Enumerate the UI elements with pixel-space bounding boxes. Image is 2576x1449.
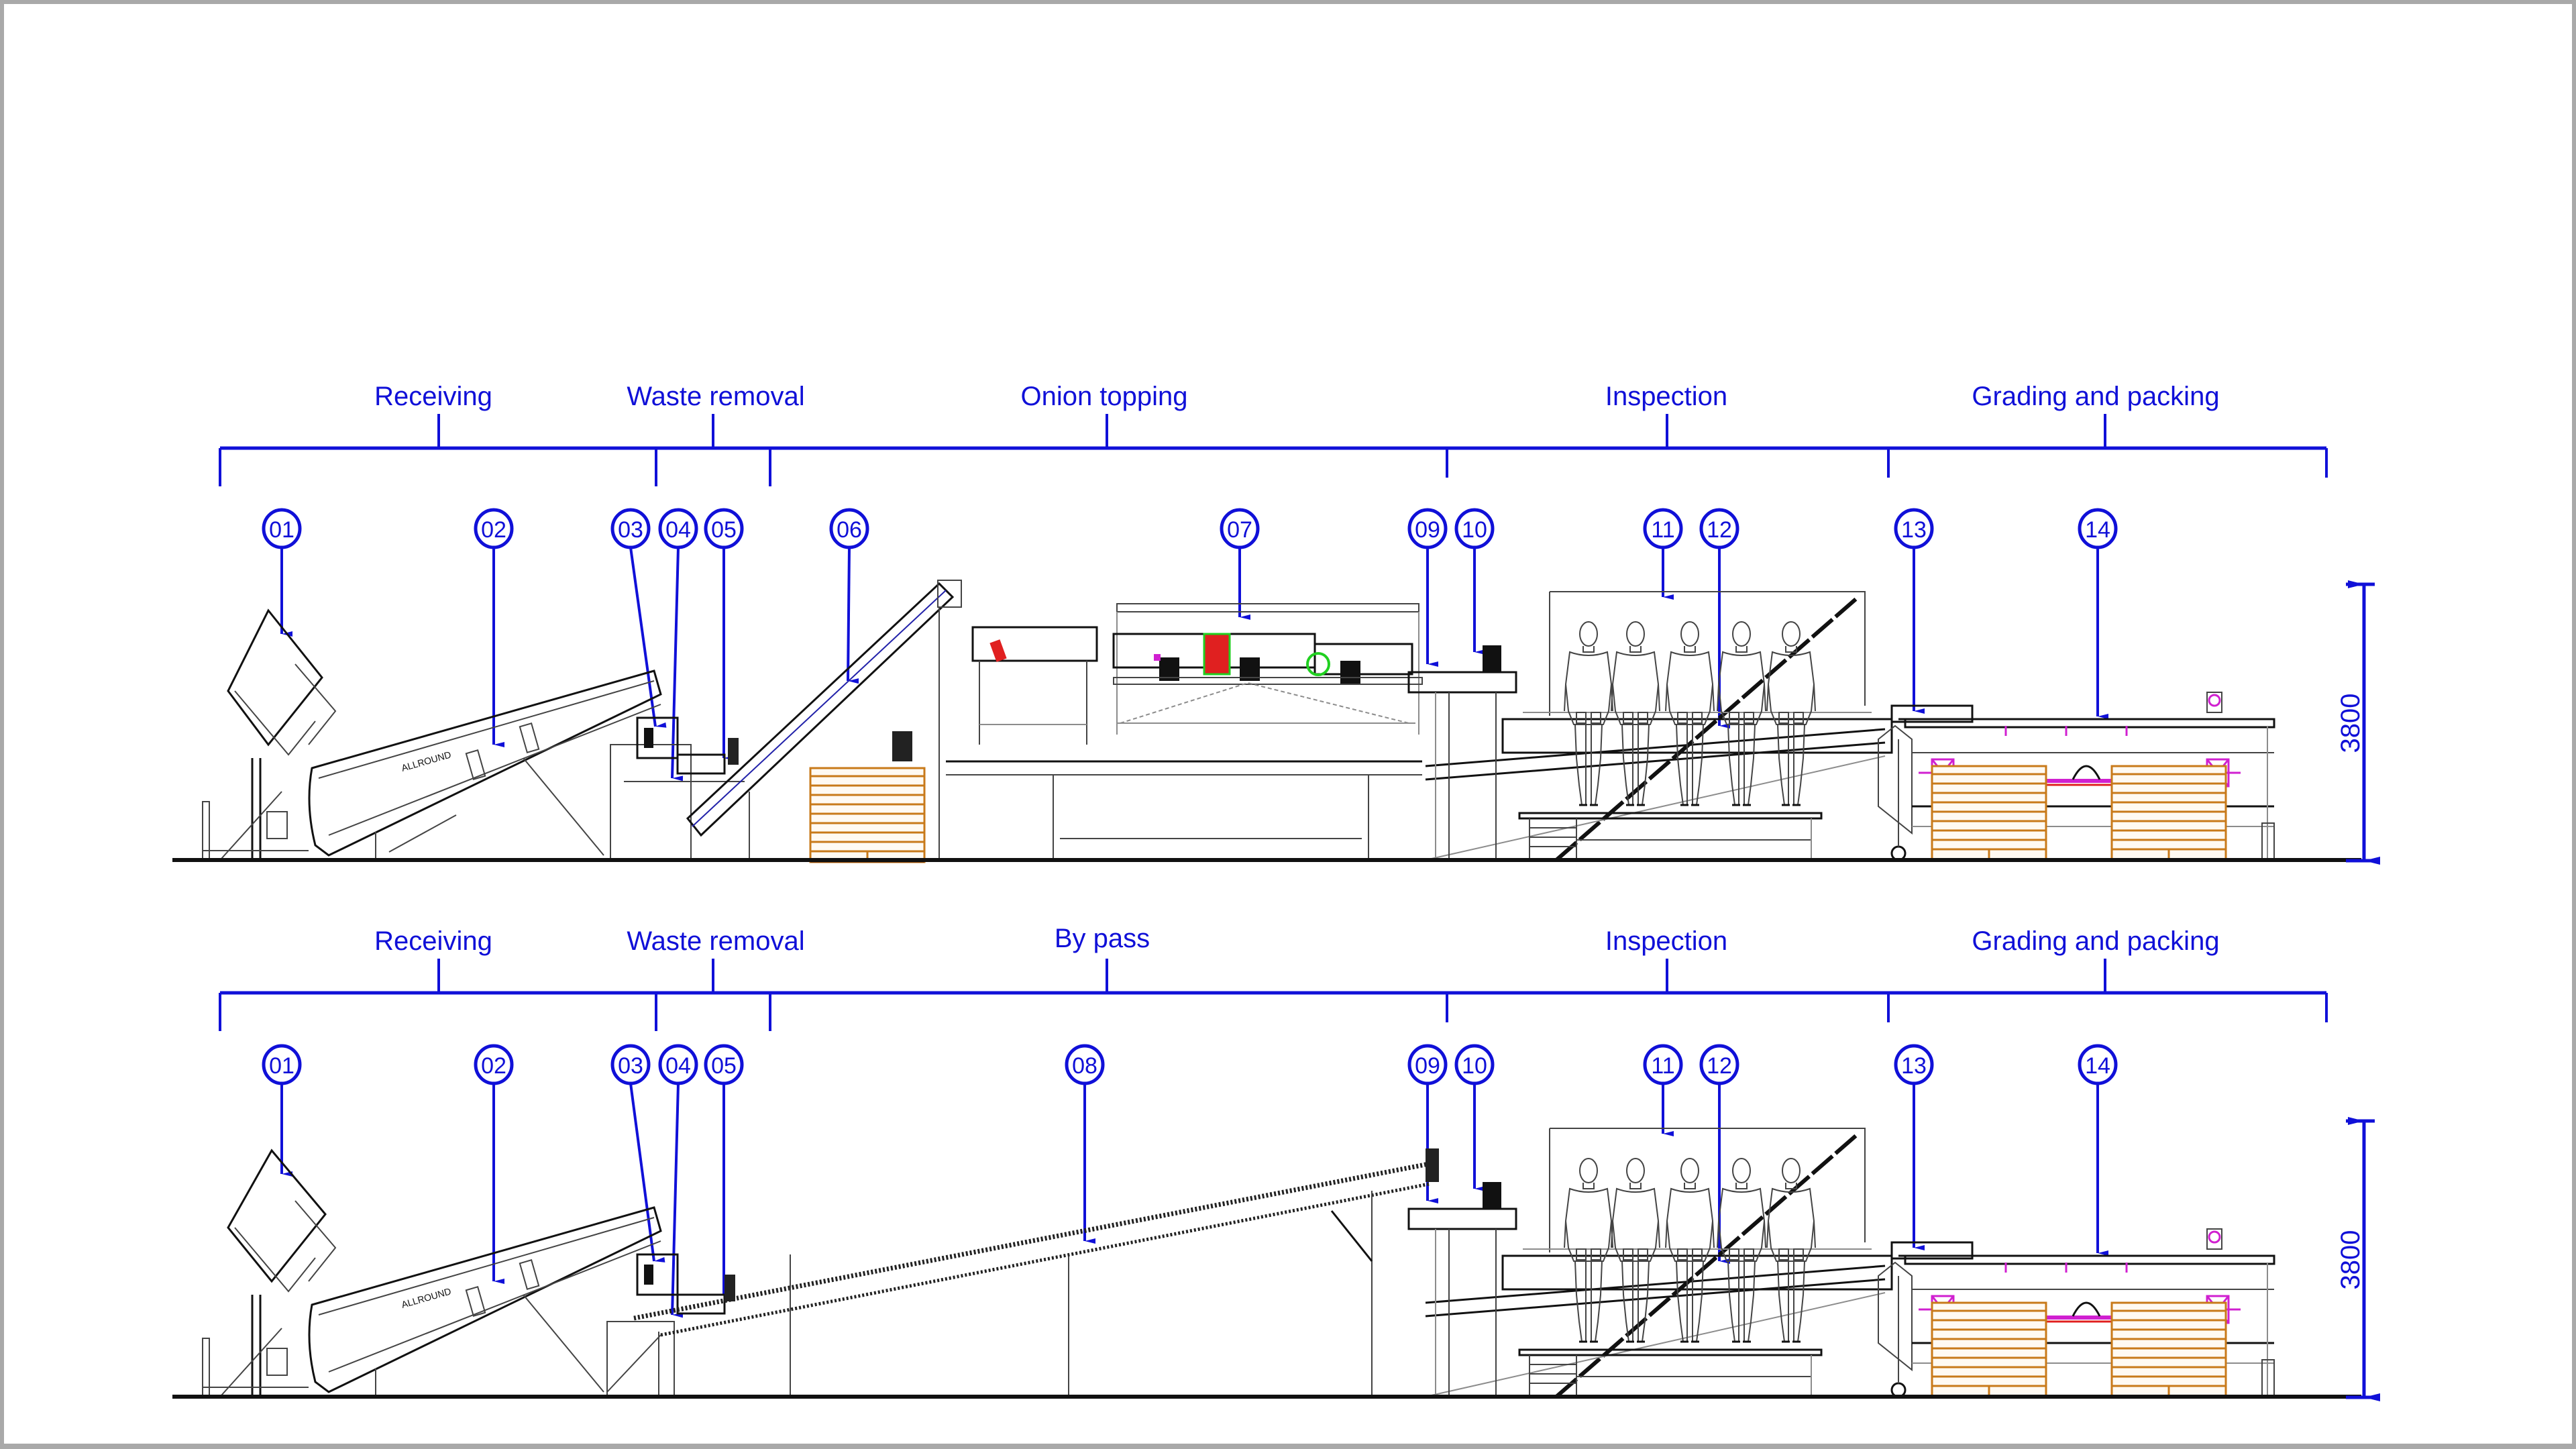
stage-label-grading-packing: Grading and packing bbox=[1972, 382, 2219, 411]
svg-text:03: 03 bbox=[618, 1053, 643, 1079]
svg-text:05: 05 bbox=[711, 517, 737, 543]
height-dimension: 3800 bbox=[2336, 580, 2380, 865]
stage-label-inspection: Inspection bbox=[1605, 926, 1727, 956]
balloon-11: 11 bbox=[1643, 508, 1683, 600]
balloon-06: 06 bbox=[829, 508, 869, 684]
stage-bracket bbox=[219, 414, 2328, 486]
incline-conveyor bbox=[686, 580, 962, 859]
balloon-02: 02 bbox=[474, 1044, 514, 1284]
balloon-10: 10 bbox=[1454, 508, 1495, 655]
svg-text:10: 10 bbox=[1462, 517, 1487, 543]
balloon-09: 09 bbox=[1407, 508, 1448, 667]
svg-text:11: 11 bbox=[1651, 517, 1674, 543]
stage-label-by-pass: By pass bbox=[1055, 924, 1150, 953]
balloon-04: 04 bbox=[658, 1044, 698, 1318]
svg-text:04: 04 bbox=[665, 1053, 691, 1079]
balloon-03: 03 bbox=[610, 1044, 665, 1263]
view-onion-topping: Receiving Waste removal Onion topping In… bbox=[172, 382, 2380, 865]
balloon-11: 11 bbox=[1643, 1044, 1683, 1136]
view-by-pass: Receiving Waste removal By pass Inspecti… bbox=[172, 924, 2380, 1401]
svg-text:09: 09 bbox=[1415, 517, 1440, 543]
svg-text:02: 02 bbox=[481, 1053, 506, 1079]
svg-text:09: 09 bbox=[1415, 1053, 1440, 1079]
balloon-13: 13 bbox=[1894, 508, 1934, 714]
balloon-03: 03 bbox=[610, 508, 667, 728]
svg-text:03: 03 bbox=[618, 517, 643, 543]
elevator-conveyor: ALLROUND bbox=[308, 1206, 662, 1395]
svg-text:01: 01 bbox=[269, 1053, 294, 1079]
box-tipper bbox=[202, 1148, 337, 1396]
svg-text:06: 06 bbox=[837, 517, 862, 543]
dimension-value: 3800 bbox=[2336, 1230, 2365, 1290]
svg-text:14: 14 bbox=[2085, 517, 2110, 543]
stage-label-waste-removal: Waste removal bbox=[627, 382, 804, 411]
svg-text:12: 12 bbox=[1707, 1053, 1732, 1079]
balloons: 01 02 03 04 05 06 07 09 10 11 12 13 14 bbox=[262, 508, 2118, 782]
box-tipper bbox=[202, 608, 337, 859]
balloon-13: 13 bbox=[1894, 1044, 1934, 1250]
svg-text:04: 04 bbox=[665, 517, 691, 543]
balloons: 01 02 03 04 05 08 09 10 11 12 13 14 bbox=[262, 1044, 2118, 1318]
svg-text:12: 12 bbox=[1707, 517, 1732, 543]
balloon-14: 14 bbox=[2078, 1044, 2118, 1256]
balloon-14: 14 bbox=[2078, 508, 2118, 719]
balloon-01: 01 bbox=[262, 1044, 302, 1177]
balloon-10: 10 bbox=[1454, 1044, 1495, 1191]
machinery: ALLROUND bbox=[172, 1128, 2361, 1399]
svg-text:10: 10 bbox=[1462, 1053, 1487, 1079]
balloon-12: 12 bbox=[1699, 508, 1739, 729]
stage-label-onion-topping: Onion topping bbox=[1020, 382, 1187, 411]
balloon-04: 04 bbox=[658, 508, 698, 782]
svg-text:01: 01 bbox=[269, 517, 294, 543]
svg-text:07: 07 bbox=[1227, 517, 1252, 543]
stage-label-waste-removal: Waste removal bbox=[627, 926, 804, 956]
balloon-05: 05 bbox=[704, 1044, 744, 1297]
svg-text:13: 13 bbox=[1901, 517, 1927, 543]
stage-bracket bbox=[219, 959, 2328, 1031]
waste-removal-unit bbox=[610, 716, 745, 859]
svg-text:14: 14 bbox=[2085, 1053, 2110, 1079]
height-dimension: 3800 bbox=[2336, 1117, 2380, 1401]
elevator-conveyor: ALLROUND bbox=[308, 669, 662, 859]
svg-text:13: 13 bbox=[1901, 1053, 1927, 1079]
svg-text:05: 05 bbox=[711, 1053, 737, 1079]
balloon-08: 08 bbox=[1065, 1044, 1105, 1244]
svg-text:11: 11 bbox=[1651, 1053, 1674, 1079]
machinery: ALLROUND bbox=[172, 580, 2361, 863]
stage-label-receiving: Receiving bbox=[374, 926, 492, 956]
balloon-02: 02 bbox=[474, 508, 514, 747]
svg-text:08: 08 bbox=[1072, 1053, 1097, 1079]
balloon-05: 05 bbox=[704, 508, 744, 761]
dimension-value: 3800 bbox=[2336, 694, 2365, 753]
svg-text:02: 02 bbox=[481, 517, 506, 543]
balloon-07: 07 bbox=[1220, 508, 1260, 620]
balloon-01: 01 bbox=[262, 508, 302, 637]
stage-label-inspection: Inspection bbox=[1605, 382, 1727, 411]
stage-label-grading-packing: Grading and packing bbox=[1972, 926, 2219, 956]
by-pass-conveyor bbox=[606, 1148, 1439, 1395]
waste-removal-unit bbox=[606, 1253, 735, 1396]
onion-topper bbox=[892, 603, 1423, 859]
stage-label-receiving: Receiving bbox=[374, 382, 492, 411]
